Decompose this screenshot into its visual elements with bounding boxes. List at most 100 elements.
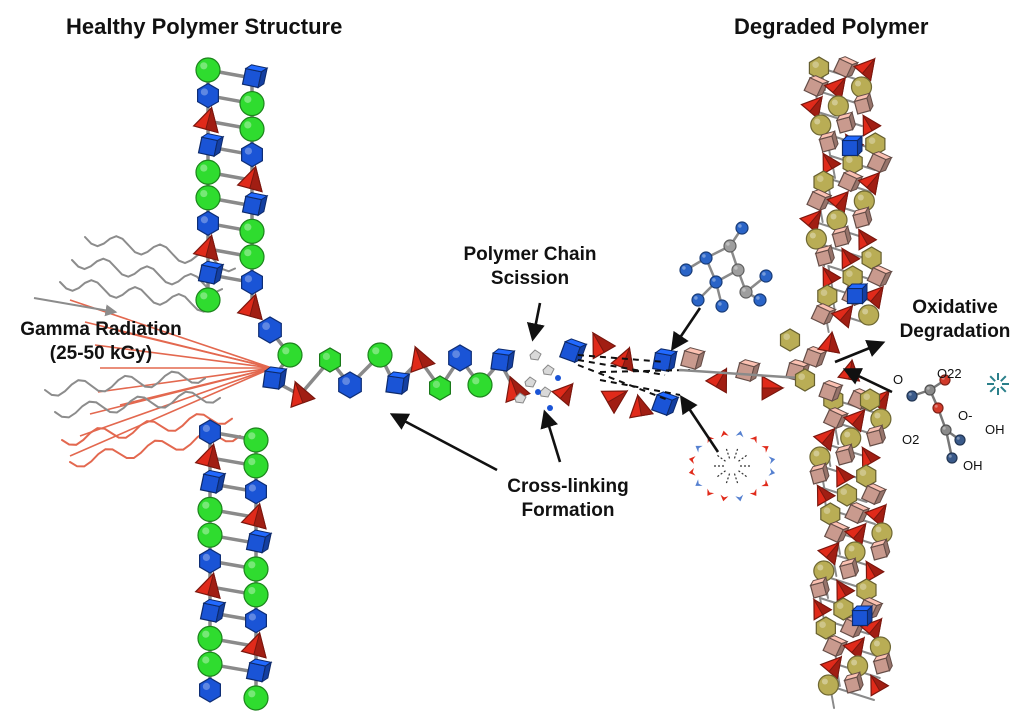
tetra-shade — [414, 345, 436, 369]
burst-line — [715, 470, 726, 479]
burst-shard — [695, 479, 703, 486]
sphere-unit — [753, 293, 767, 307]
sphere-unit — [906, 390, 918, 402]
tetra-shade — [864, 560, 885, 578]
sphere-highlight — [844, 431, 851, 438]
tetra-shade — [559, 382, 574, 407]
tetrahedron-unit — [830, 304, 854, 329]
cube-side — [844, 224, 852, 245]
sphere-highlight — [851, 659, 858, 666]
sphere-highlight — [941, 376, 945, 380]
cube-side — [215, 472, 226, 495]
hexagon-unit — [815, 616, 837, 640]
tetra-shade — [636, 393, 654, 417]
sphere-highlight — [734, 266, 738, 270]
hexagon-unit — [856, 578, 877, 602]
hexagon-highlight — [262, 322, 270, 330]
chain-scission-label: Polymer Chain Scission — [450, 243, 610, 291]
debris-fragment — [524, 376, 537, 388]
dashed-bond — [599, 369, 691, 373]
hexagon-unit — [448, 344, 472, 372]
sphere-highlight — [202, 656, 210, 664]
radical-molecule — [679, 221, 773, 313]
sphere-highlight — [244, 121, 252, 129]
chem-oh-1: OH — [985, 422, 1005, 437]
tetrahedron-unit — [821, 152, 842, 175]
hexagon-highlight — [819, 621, 826, 628]
cube-unit — [834, 442, 856, 466]
dashed-bond — [577, 354, 666, 363]
chain-scission-line1: Polymer Chain — [463, 244, 597, 265]
cube-unit — [841, 134, 864, 157]
cube-unit — [802, 345, 828, 368]
hexagon-highlight — [342, 377, 350, 385]
sphere-highlight — [372, 347, 380, 355]
cube-unit — [822, 407, 850, 430]
sphere-highlight — [848, 545, 855, 552]
oxidative-arrow — [834, 340, 886, 364]
sphere-unit — [699, 251, 713, 265]
cube-unit — [835, 110, 856, 134]
cube-unit — [245, 529, 273, 554]
burst-line — [738, 453, 749, 462]
tetra-shade — [253, 501, 267, 530]
sphere-highlight — [682, 266, 686, 270]
sphere-highlight — [200, 62, 208, 70]
hexagon-unit — [338, 371, 362, 399]
tetrahedron-unit — [704, 366, 728, 394]
ray-arrow — [33, 297, 118, 317]
tetrahedron-unit — [550, 382, 574, 407]
healthy-polymer-chain — [192, 57, 531, 711]
hexagon-unit — [241, 142, 263, 168]
degraded-polymer-title: Degraded Polymer — [734, 14, 929, 39]
sphere-highlight — [926, 386, 930, 390]
sphere-unit — [715, 299, 729, 313]
hexagon-highlight — [322, 352, 330, 360]
cube-side — [862, 282, 868, 305]
hexagon-highlight — [200, 216, 208, 224]
oxidative-arrow-2 — [842, 368, 893, 394]
sphere-unit — [239, 218, 265, 244]
tetrahedron-unit — [857, 228, 878, 251]
burst-line — [733, 446, 739, 459]
cube-unit — [680, 347, 706, 371]
sphere-unit — [858, 304, 880, 326]
cube-unit — [199, 598, 227, 624]
tetrahedron-unit — [240, 501, 267, 530]
sphere-highlight — [956, 436, 960, 440]
burst-shard — [720, 494, 729, 502]
sphere-unit — [195, 57, 221, 83]
hexagon-highlight — [820, 289, 828, 297]
sphere-unit — [243, 427, 269, 453]
hexagon-unit — [861, 246, 882, 270]
burst-line — [725, 446, 731, 459]
tetrahedron-unit — [864, 560, 885, 583]
cube-unit — [866, 151, 893, 174]
ray-line — [69, 367, 273, 457]
tetrahedron-unit — [816, 330, 841, 354]
sphere-highlight — [809, 232, 816, 239]
sphere-unit — [805, 228, 827, 250]
cube-side — [665, 396, 680, 417]
cube-side — [873, 488, 887, 506]
sphere-unit — [277, 342, 303, 368]
sphere-highlight — [756, 296, 760, 300]
hexagon-unit — [258, 316, 282, 344]
sphere-highlight — [694, 296, 698, 300]
cube-side — [856, 670, 864, 691]
tetra-shade — [840, 247, 861, 265]
cube-face — [490, 352, 510, 372]
wavy-ray — [44, 370, 206, 397]
cube-side — [573, 343, 588, 364]
cube-side — [879, 156, 893, 174]
sphere-unit — [197, 522, 223, 548]
tetra-shade — [825, 541, 840, 566]
hexagon-highlight — [202, 553, 210, 562]
tetrahedron-unit — [816, 541, 840, 566]
burst-line — [715, 453, 726, 462]
tetrahedron-unit — [410, 345, 436, 374]
burst-line — [725, 473, 731, 486]
tetrahedron-unit — [821, 266, 842, 289]
sphere-highlight — [248, 690, 256, 698]
cube-side — [848, 110, 856, 131]
